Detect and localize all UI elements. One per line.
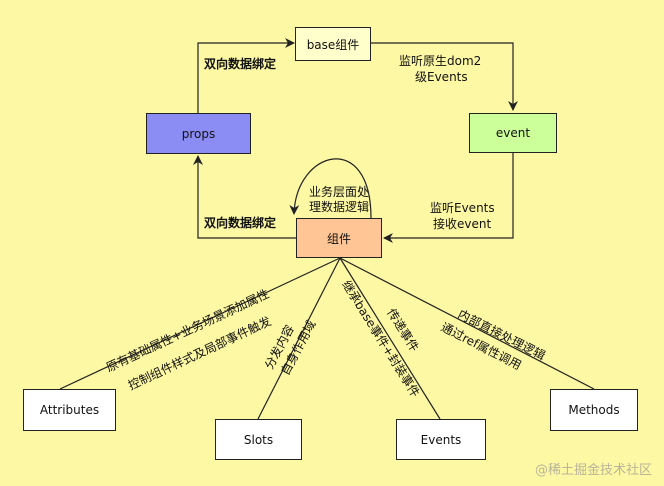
edge-props-base [197, 38, 295, 113]
label-self-1: 业务层面处 [309, 185, 370, 199]
edge-to-slots [257, 257, 341, 420]
label-props-base: 双向数据绑定 [204, 57, 277, 71]
edge-to-methods [339, 257, 595, 390]
props-node: props [146, 113, 251, 154]
methods-node: Methods [550, 389, 638, 431]
edge-to-attributes [59, 257, 341, 390]
slots-node: Slots [215, 419, 302, 460]
watermark: @稀土掘金技术社区 [534, 463, 652, 478]
event-node: event [469, 113, 557, 153]
edge-to-events [339, 257, 441, 420]
edge-component-props [193, 155, 296, 239]
events-node: Events [396, 419, 486, 460]
base-component-node: base组件 [295, 27, 371, 61]
label-base-event-2: 级Events [415, 70, 468, 84]
label-event-component-2: 接收event [433, 217, 492, 231]
label-component-props: 双向数据绑定 [204, 216, 277, 230]
edge-component-self [289, 158, 372, 219]
attributes-node: Attributes [23, 389, 116, 431]
label-base-event-1: 监听原生dom2 [399, 54, 482, 68]
edge-event-component [383, 153, 514, 243]
component-node: 组件 [296, 218, 382, 258]
label-self-2: 理数据逻辑 [309, 200, 370, 214]
edge-base-event [371, 42, 518, 111]
label-event-component-1: 监听Events [430, 201, 495, 215]
